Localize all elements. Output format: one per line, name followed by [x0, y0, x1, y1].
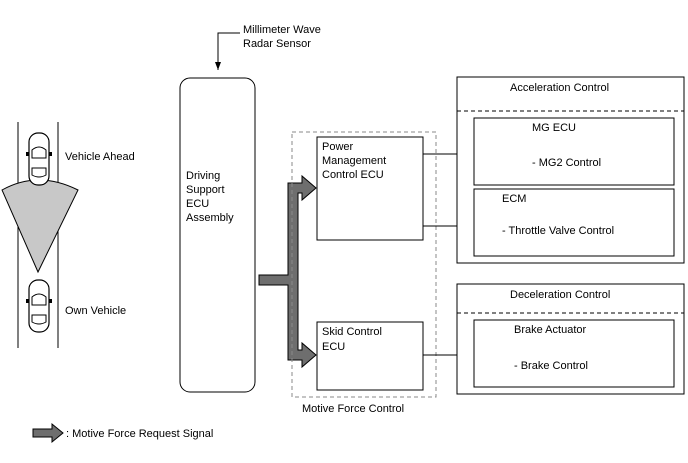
skid-control-ecu-box — [316, 321, 424, 391]
vehicle-ahead-label: Vehicle Ahead — [65, 151, 135, 163]
motive-force-control-label: Motive Force Control — [302, 403, 404, 415]
brake-actuator-box — [473, 319, 675, 388]
driving-ecu-line2: Support — [186, 184, 225, 196]
mg-ecu-title: MG ECU — [532, 122, 576, 134]
legend-arrow-icon — [32, 422, 64, 444]
skid-ecu-line1: Skid Control — [322, 326, 382, 338]
power-ecu-line2: Management — [322, 155, 386, 167]
deceleration-control-title: Deceleration Control — [510, 289, 610, 301]
sensor-input-arrow — [215, 32, 240, 70]
skid-ecu-line2: ECU — [322, 341, 345, 353]
power-ecu-line1: Power — [322, 141, 354, 153]
driving-support-ecu-box — [179, 77, 256, 393]
acceleration-control-title: Acceleration Control — [510, 82, 609, 94]
ecm-box — [473, 188, 675, 257]
ecm-title: ECM — [502, 193, 526, 205]
driving-ecu-line1: Driving — [186, 170, 220, 182]
driving-ecu-line3: ECU — [186, 198, 209, 210]
motive-force-control-dashed-box — [291, 131, 437, 398]
legend-label: : Motive Force Request Signal — [66, 428, 213, 440]
mg2-control-item: - MG2 Control — [532, 157, 601, 169]
sensor-label-line1: Millimeter Wave — [243, 24, 321, 36]
mg-ecu-box — [473, 117, 675, 186]
vehicle-ahead-car-icon — [26, 132, 52, 186]
throttle-valve-control-item: - Throttle Valve Control — [502, 225, 614, 237]
radar-detection-area — [1, 179, 79, 274]
motive-force-request-arrow — [258, 174, 317, 369]
power-ecu-line3: Control ECU — [322, 169, 384, 181]
sensor-label-line2: Radar Sensor — [243, 38, 311, 50]
power-management-ecu-box — [316, 136, 424, 241]
brake-actuator-title: Brake Actuator — [514, 324, 586, 336]
own-vehicle-label: Own Vehicle — [65, 305, 126, 317]
brake-control-item: - Brake Control — [514, 360, 588, 372]
driving-ecu-line4: Assembly — [186, 212, 234, 224]
own-vehicle-car-icon — [26, 279, 52, 333]
